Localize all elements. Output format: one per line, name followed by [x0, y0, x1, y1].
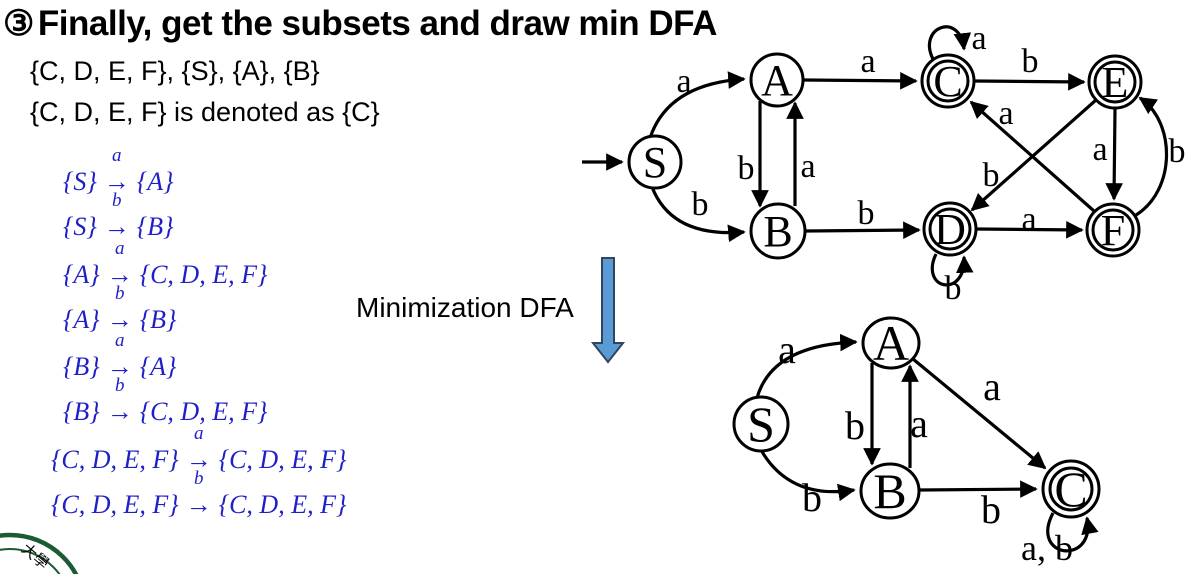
- title-number-badge: ③: [3, 4, 34, 43]
- maps-to-arrow: a: [186, 423, 212, 475]
- edge-label-C-E: b: [1022, 43, 1039, 80]
- maps-to-arrow: a: [107, 330, 133, 382]
- maps-to-arrow: a: [107, 238, 133, 290]
- transition-rule-6: {B} b {C, D, E, F}: [63, 375, 267, 427]
- min-edge-S-A: [755, 333, 858, 399]
- edge-label-B-A: a: [800, 148, 815, 185]
- edge-F-C: [969, 100, 1096, 213]
- title-text: Finally, get the subsets and draw min DF…: [37, 4, 717, 43]
- state-C-accepting: C: [920, 53, 976, 109]
- state-S: S: [627, 134, 683, 190]
- maps-to-arrow: a: [104, 145, 130, 197]
- min-edge-label-C-self: a, b: [1021, 528, 1073, 568]
- min-edge-C-self-loop: [1046, 512, 1099, 553]
- svg-text:A: A: [761, 56, 793, 105]
- min-state-C-accepting: C: [1041, 459, 1101, 519]
- min-edge-label-A-B: b: [845, 403, 865, 448]
- state-A: A: [749, 52, 805, 108]
- edge-E-F: [1105, 108, 1123, 201]
- transition-rule-5: {B} a {A}: [63, 330, 176, 382]
- edge-C-self-loop: [927, 25, 972, 60]
- right-arrow-icon: [107, 352, 133, 381]
- right-arrow-icon: [186, 445, 212, 474]
- svg-text:F: F: [1101, 206, 1125, 255]
- right-arrow-icon: [107, 305, 133, 334]
- edge-C-E: [974, 73, 1086, 91]
- state-E-accepting: E: [1087, 54, 1143, 110]
- svg-text:C: C: [1054, 461, 1087, 517]
- edge-E-D: [970, 98, 1098, 212]
- svg-text:C: C: [933, 57, 962, 106]
- maps-to-arrow: b: [107, 375, 133, 427]
- right-arrow-icon: [107, 397, 133, 426]
- edge-label-A-C: a: [860, 43, 875, 80]
- subset-list: {C, D, E, F}, {S}, {A}, {B}: [30, 56, 320, 86]
- edge-label-S-A: a: [676, 63, 691, 100]
- right-arrow-icon: [107, 260, 133, 289]
- edge-label-E-D: b: [983, 157, 1000, 194]
- svg-text:B: B: [873, 463, 906, 519]
- right-arrow-icon: [104, 167, 130, 196]
- maps-to-arrow: b: [186, 468, 212, 520]
- edge-A-C: [803, 72, 918, 90]
- edge-D-F: [976, 221, 1084, 239]
- maps-to-arrow: b: [107, 283, 133, 335]
- state-F-accepting: F: [1085, 202, 1141, 258]
- edge-label-D-F: a: [1021, 201, 1036, 238]
- edge-label-A-B: b: [738, 150, 755, 187]
- min-edge-S-B: [759, 449, 856, 502]
- edge-label-B-D: b: [858, 195, 875, 232]
- edge-S-B: [650, 186, 746, 243]
- edge-label-F-E: b: [1169, 133, 1186, 170]
- minimization-arrow-icon: [590, 257, 626, 364]
- svg-text:S: S: [643, 138, 667, 187]
- edge-label-C-self: a: [971, 20, 986, 57]
- right-arrow-icon: [104, 212, 130, 241]
- min-edge-label-B-A: a: [910, 401, 928, 446]
- transition-rule-8: {C, D, E, F} b {C, D, E, F}: [51, 468, 346, 520]
- state-D-accepting: D: [922, 201, 978, 257]
- transition-rule-4: {A} b {B}: [63, 283, 176, 335]
- edge-S-A: [648, 71, 746, 139]
- min-state-A: A: [861, 315, 921, 371]
- edge-label-S-B: b: [692, 186, 709, 223]
- svg-text:D: D: [934, 205, 966, 254]
- svg-text:E: E: [1102, 58, 1129, 107]
- min-edge-A-C: [911, 357, 1047, 470]
- minimization-label: Minimization DFA: [356, 292, 574, 323]
- transition-rule-3: {A} a {C, D, E, F}: [63, 238, 267, 290]
- min-dfa-diagram: S A B C a b b a a b a, b: [732, 315, 1101, 568]
- transition-rule-2: {S} b {B}: [63, 190, 173, 242]
- university-seal-logo: 大學: [0, 532, 79, 574]
- min-edge-label-B-C: b: [981, 487, 1001, 532]
- min-edge-label-S-A: a: [778, 327, 796, 372]
- transition-rule-1: {S} a {A}: [63, 145, 173, 197]
- subset-denotation: {C, D, E, F} is denoted as {C}: [30, 97, 380, 127]
- maps-to-arrow: b: [104, 190, 130, 242]
- edge-B-D: [805, 221, 921, 239]
- original-dfa-diagram: S A B C D E: [582, 20, 1186, 307]
- svg-text:A: A: [873, 315, 909, 371]
- svg-text:S: S: [747, 396, 775, 452]
- edge-label-F-C: a: [998, 95, 1013, 132]
- min-edge-B-C: [919, 480, 1038, 498]
- edge-F-E: [1135, 96, 1169, 217]
- min-state-B: B: [859, 462, 921, 520]
- min-edge-label-S-B: b: [802, 475, 822, 520]
- min-state-S: S: [732, 395, 790, 453]
- min-edge-label-A-C: a: [983, 364, 1001, 409]
- state-B: B: [749, 202, 807, 260]
- right-arrow-icon: [186, 490, 212, 519]
- edge-D-self-loop: [930, 253, 974, 287]
- edge-label-E-F: a: [1092, 131, 1107, 168]
- svg-text:B: B: [763, 207, 792, 256]
- edge-label-D-self: b: [945, 270, 962, 307]
- transition-rule-7: {C, D, E, F} a {C, D, E, F}: [51, 423, 346, 475]
